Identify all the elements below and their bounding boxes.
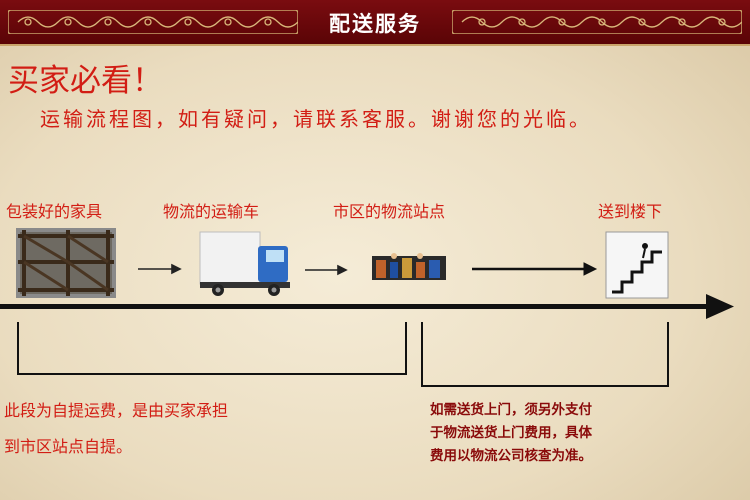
crate-icon [16, 228, 116, 298]
long-arrow-icon [472, 263, 596, 275]
warehouse-icon [372, 253, 446, 280]
self-pickup-note-line1: 此段为自提运费，是由买家承担 [4, 397, 228, 421]
self-pickup-note-line2: 到市区站点自提。 [4, 433, 132, 457]
stairs-icon [606, 232, 668, 298]
truck-icon [200, 232, 290, 296]
delivery-note-line1: 如需送货上门，须另外支付 [430, 398, 592, 418]
small-arrow-icon [138, 265, 180, 273]
delivery-bracket [422, 322, 668, 386]
delivery-note-line3: 费用以物流公司核查为准。 [430, 444, 592, 464]
small-arrow-icon [305, 266, 346, 274]
delivery-note-line2: 于物流送货上门费用，具体 [430, 421, 592, 441]
self-pickup-bracket [18, 322, 406, 374]
